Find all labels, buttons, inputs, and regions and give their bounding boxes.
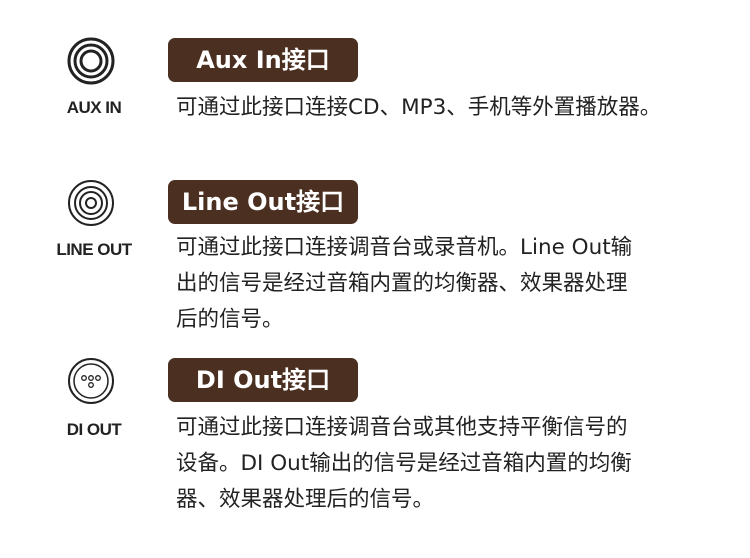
line-out-title-badge: Line Out接口 xyxy=(168,180,358,224)
line-out-label: LINE OUT xyxy=(56,240,132,259)
description-line: 后的信号。 xyxy=(176,307,284,332)
description-line: 出的信号是经过音箱内置的均衡器、效果器处理 xyxy=(176,271,628,296)
description-line: 设备。DI Out输出的信号是经过音箱内置的均衡 xyxy=(176,451,632,476)
line-out-jack-icon xyxy=(68,180,114,226)
di-out-xlr-icon xyxy=(68,358,114,404)
description-line: 可通过此接口连接CD、MP3、手机等外置播放器。 xyxy=(176,95,662,120)
description-line: 可通过此接口连接调音台或录音机。Line Out输 xyxy=(176,235,633,260)
aux-in-jack-icon xyxy=(67,37,115,85)
line-out-description: 可通过此接口连接调音台或录音机。Line Out输 出的信号是经过音箱内置的均衡… xyxy=(176,230,632,338)
description-line: 器、效果器处理后的信号。 xyxy=(176,487,435,512)
description-line: 可通过此接口连接调音台或其他支持平衡信号的 xyxy=(176,415,628,440)
aux-in-description: 可通过此接口连接CD、MP3、手机等外置播放器。 xyxy=(176,90,661,126)
di-out-description: 可通过此接口连接调音台或其他支持平衡信号的 设备。DI Out输出的信号是经过音… xyxy=(176,410,632,518)
aux-in-title-badge: Aux In接口 xyxy=(168,38,358,82)
di-out-label: DI OUT xyxy=(66,420,122,439)
aux-in-label: AUX IN xyxy=(66,98,122,117)
di-out-title-badge: DI Out接口 xyxy=(168,358,358,402)
